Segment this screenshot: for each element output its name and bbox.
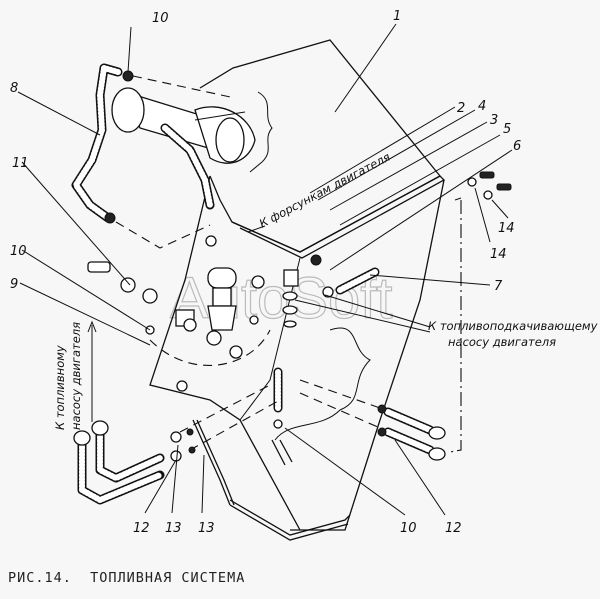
callout-3: 3: [490, 113, 498, 128]
breather-hose: [71, 63, 134, 224]
callout-10: 10: [10, 244, 27, 259]
hose-clamp: [122, 70, 134, 82]
callout-14: 14: [498, 221, 515, 236]
note-to-injectors: К форсункам двигателя: [257, 150, 393, 231]
fuel-tank: [149, 39, 446, 541]
callout-12: 12: [133, 521, 150, 536]
leader-lines: [17, 23, 513, 516]
callout-10: 10: [400, 521, 417, 536]
filter-assembly: [87, 235, 334, 392]
filler-cap: [111, 87, 145, 133]
note-to-fuel-pump-2: насосу двигателя: [69, 322, 83, 430]
filler-neck: [111, 87, 256, 164]
callout-13: 13: [198, 521, 215, 536]
callout-10: 10: [152, 11, 169, 26]
hose-clamp: [104, 212, 116, 224]
callout-6: 6: [513, 139, 521, 154]
watermark: AutoSoft: [170, 266, 392, 331]
callout-5: 5: [503, 122, 511, 137]
callout-9: 9: [10, 277, 18, 292]
callout-4: 4: [478, 99, 486, 114]
note-to-fuel-pump-1: К топливному: [53, 345, 67, 430]
figure-caption: РИС.14. ТОПЛИВНАЯ СИСТЕМА: [8, 570, 246, 586]
callout-2: 2: [457, 101, 465, 116]
callout-numbers: 1 2 4 3 5 6 14 14 7 8 10 11 10 9 12 13 1…: [10, 9, 521, 536]
note-to-boost-pump-1: К топливоподкачивающему: [428, 319, 598, 333]
callout-14: 14: [490, 247, 507, 262]
callout-7: 7: [494, 279, 503, 294]
callout-13: 13: [165, 521, 182, 536]
callout-12: 12: [445, 521, 462, 536]
mounting-bolts: [467, 171, 512, 200]
callout-8: 8: [10, 81, 18, 96]
callout-1: 1: [393, 9, 401, 24]
note-to-boost-pump-2: насосу двигателя: [448, 335, 556, 349]
callout-11: 11: [12, 156, 29, 171]
